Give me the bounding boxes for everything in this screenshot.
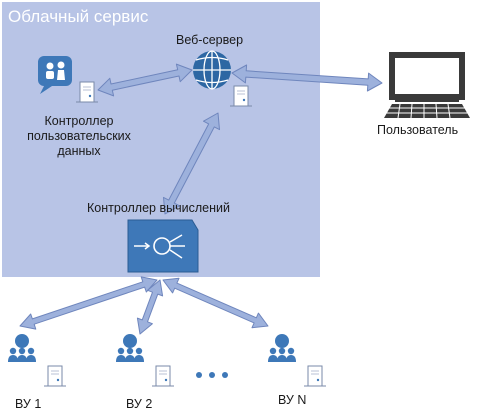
arrow-compute-vu2	[136, 279, 164, 335]
compute-controller-label: Контроллер вычислений	[87, 201, 230, 215]
compute-controller-node	[127, 219, 199, 273]
arrow-udc-web	[97, 63, 193, 97]
arrow-web-user	[231, 64, 383, 92]
arrow-web-compute	[163, 112, 220, 215]
web-server-node	[193, 50, 253, 107]
vu2-node	[116, 334, 175, 387]
user-group-icon	[116, 334, 144, 362]
vu1-label: ВУ 1	[15, 397, 42, 411]
vu2-label: ВУ 2	[126, 397, 153, 411]
router-icon	[127, 219, 199, 273]
ellipsis-icon	[196, 372, 228, 378]
users-bubble-icon	[38, 56, 72, 94]
vun-node	[268, 334, 327, 387]
user-label: Пользователь	[377, 123, 459, 137]
globe-icon	[193, 50, 231, 90]
web-server-label: Веб-сервер	[176, 33, 244, 47]
connections	[19, 63, 383, 335]
server-icon	[303, 365, 327, 387]
vun-label: ВУ N	[278, 393, 307, 407]
user-group-icon	[8, 334, 36, 362]
cloud-service-title: Облачный сервис	[8, 7, 149, 26]
user-data-controller-node	[38, 56, 99, 103]
server-icon	[43, 365, 67, 387]
user-data-controller-label: Контроллер пользовательских данных	[27, 114, 131, 158]
arrow-compute-vu1	[19, 276, 158, 330]
user-monitor-icon	[384, 52, 470, 119]
server-icon	[151, 365, 175, 387]
user-group-icon	[268, 334, 296, 362]
arrow-compute-vun	[162, 277, 269, 329]
vu1-node	[8, 334, 67, 387]
